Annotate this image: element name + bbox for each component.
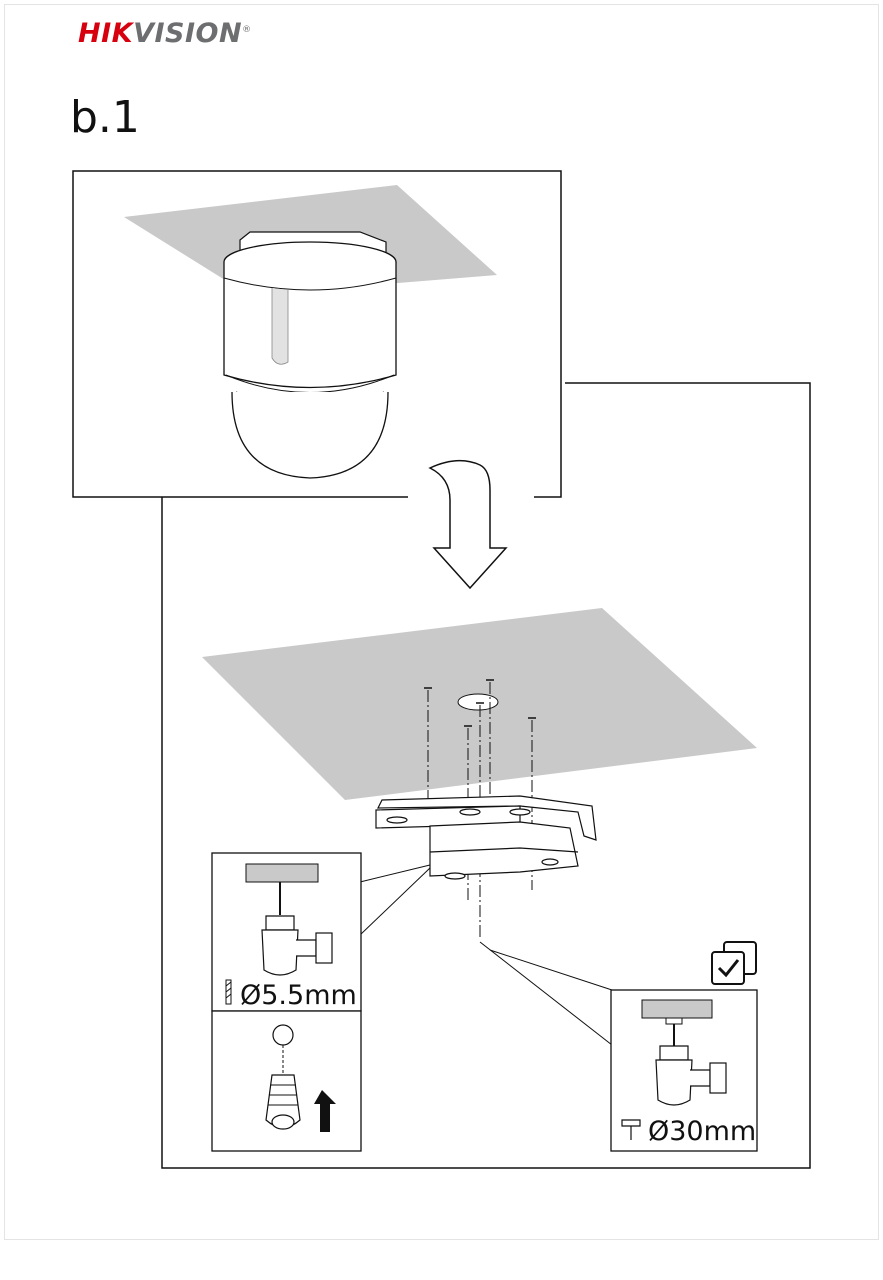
arrow-down-icon [430, 461, 506, 588]
dome [232, 392, 388, 478]
mount-bracket [376, 796, 596, 879]
cable-hole [458, 694, 498, 710]
callout-line-right-2 [490, 950, 612, 990]
checked-boxes-icon [712, 942, 756, 984]
camera-body [224, 242, 396, 478]
callout-line-left [360, 865, 430, 882]
top-panel [73, 171, 561, 497]
drill-callout-box: Ø5.5mm [212, 853, 361, 1011]
callout-line-right [480, 942, 612, 1045]
callout-line-left-2 [360, 868, 430, 935]
anchor-callout-box [212, 1011, 361, 1151]
cable-hole-diameter-label: Ø30mm [648, 1116, 756, 1147]
cable-hole-callout-box: Ø30mm [611, 990, 757, 1151]
screw-hole-diameter-label: Ø5.5mm [240, 980, 357, 1011]
